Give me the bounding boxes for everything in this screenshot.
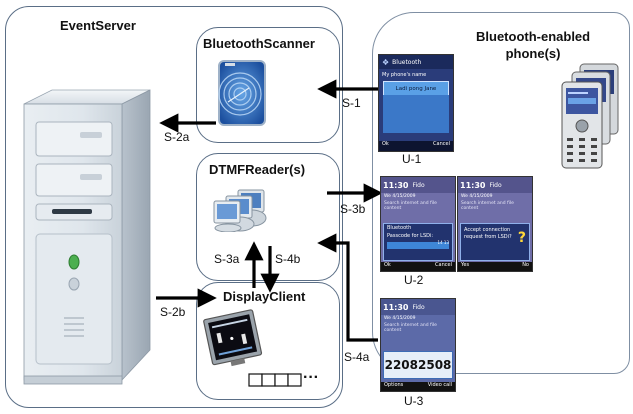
bluetooth-icon: ❖ — [382, 57, 390, 67]
label-s2b: S-2b — [160, 305, 186, 319]
u1-field-value: Ladi pong Jane — [395, 86, 437, 92]
u2b-user: Fido — [489, 181, 502, 189]
display-slots — [248, 373, 302, 387]
display-client-monitor-icon — [203, 309, 263, 367]
event-server-title: EventServer — [60, 18, 136, 33]
label-s3a: S-3a — [214, 252, 240, 266]
u3-digits: 22082508 — [384, 358, 452, 372]
u3-time: 11:30 — [383, 302, 409, 312]
display-client-title: DisplayClient — [223, 289, 306, 304]
bluetooth-scanner-icon — [218, 60, 266, 126]
u2a-softkey-left[interactable]: Ok — [384, 262, 391, 268]
question-icon: ? — [517, 230, 526, 246]
phone-label-u2: U-2 — [404, 273, 424, 287]
u1-title: Bluetooth — [392, 58, 422, 66]
label-s2a: S-2a — [164, 130, 190, 144]
phone-screen-u3: 11:30 Fido We 4/15/2009 Search internet … — [380, 298, 456, 392]
u2a-user: Fido — [412, 181, 425, 189]
u2a-passcode-field[interactable] — [387, 242, 449, 249]
label-s3b: S-3b — [340, 202, 366, 216]
u2b-softkey-left[interactable]: Yes — [461, 262, 470, 268]
u2a-dialog-title: Bluetooth — [387, 225, 412, 231]
u2a-time: 11:30 — [383, 180, 409, 190]
phone-screen-u2-passcode: 11:30 Fido We 4/15/2009 Search internet … — [380, 176, 456, 272]
u3-date: We 4/15/2009 — [384, 316, 416, 321]
u2b-date: We 4/15/2009 — [461, 194, 493, 199]
u2a-date: We 4/15/2009 — [384, 194, 416, 199]
server-tower-icon — [23, 89, 151, 385]
dtmf-reader-title: DTMFReader(s) — [209, 162, 306, 177]
label-s1: S-1 — [342, 96, 361, 110]
u2a-dialog-text: Passcode for LSDi: — [387, 233, 434, 239]
phone-label-u1: U-1 — [402, 152, 422, 166]
u3-user: Fido — [412, 303, 425, 311]
phone-screen-u2-accept: 11:30 Fido We 4/15/2009 Search internet … — [457, 176, 533, 272]
u1-softkey-right[interactable]: Cancel — [433, 141, 450, 147]
u2b-search[interactable]: Search internet and file content — [461, 201, 514, 211]
bluetooth-scanner-title: BluetoothScanner — [203, 36, 315, 51]
u2b-dialog-text: Accept connection request from LSDi? — [464, 227, 512, 240]
dtmf-reader-computers-icon — [213, 189, 267, 232]
phone-label-u3: U-3 — [404, 394, 424, 408]
u1-softkey-left[interactable]: Ok — [382, 141, 389, 147]
u3-search[interactable]: Search internet and file content — [384, 323, 437, 333]
display-slots-ellipsis: ··· — [303, 369, 319, 386]
u3-softkey-left[interactable]: Options — [384, 382, 404, 388]
u2a-search[interactable]: Search internet and file content — [384, 201, 437, 211]
u3-softkey-right[interactable]: Video call — [427, 382, 452, 388]
u1-field-label: My phone's name — [382, 72, 427, 78]
u2a-counter: 14 13 — [437, 240, 449, 245]
label-s4a: S-4a — [344, 350, 370, 364]
label-s4b: S-4b — [275, 252, 301, 266]
u2b-softkey-right[interactable]: No — [522, 262, 529, 268]
arrow-s4a — [317, 233, 378, 342]
phone-stack-icon — [561, 63, 619, 169]
u2b-time: 11:30 — [460, 180, 486, 190]
phones-title: Bluetooth-enabled phone(s) — [476, 29, 591, 61]
u2a-softkey-right[interactable]: Cancel — [435, 262, 452, 268]
phone-screen-u1: ❖ Bluetooth My phone's name Ladi pong Ja… — [378, 54, 454, 152]
